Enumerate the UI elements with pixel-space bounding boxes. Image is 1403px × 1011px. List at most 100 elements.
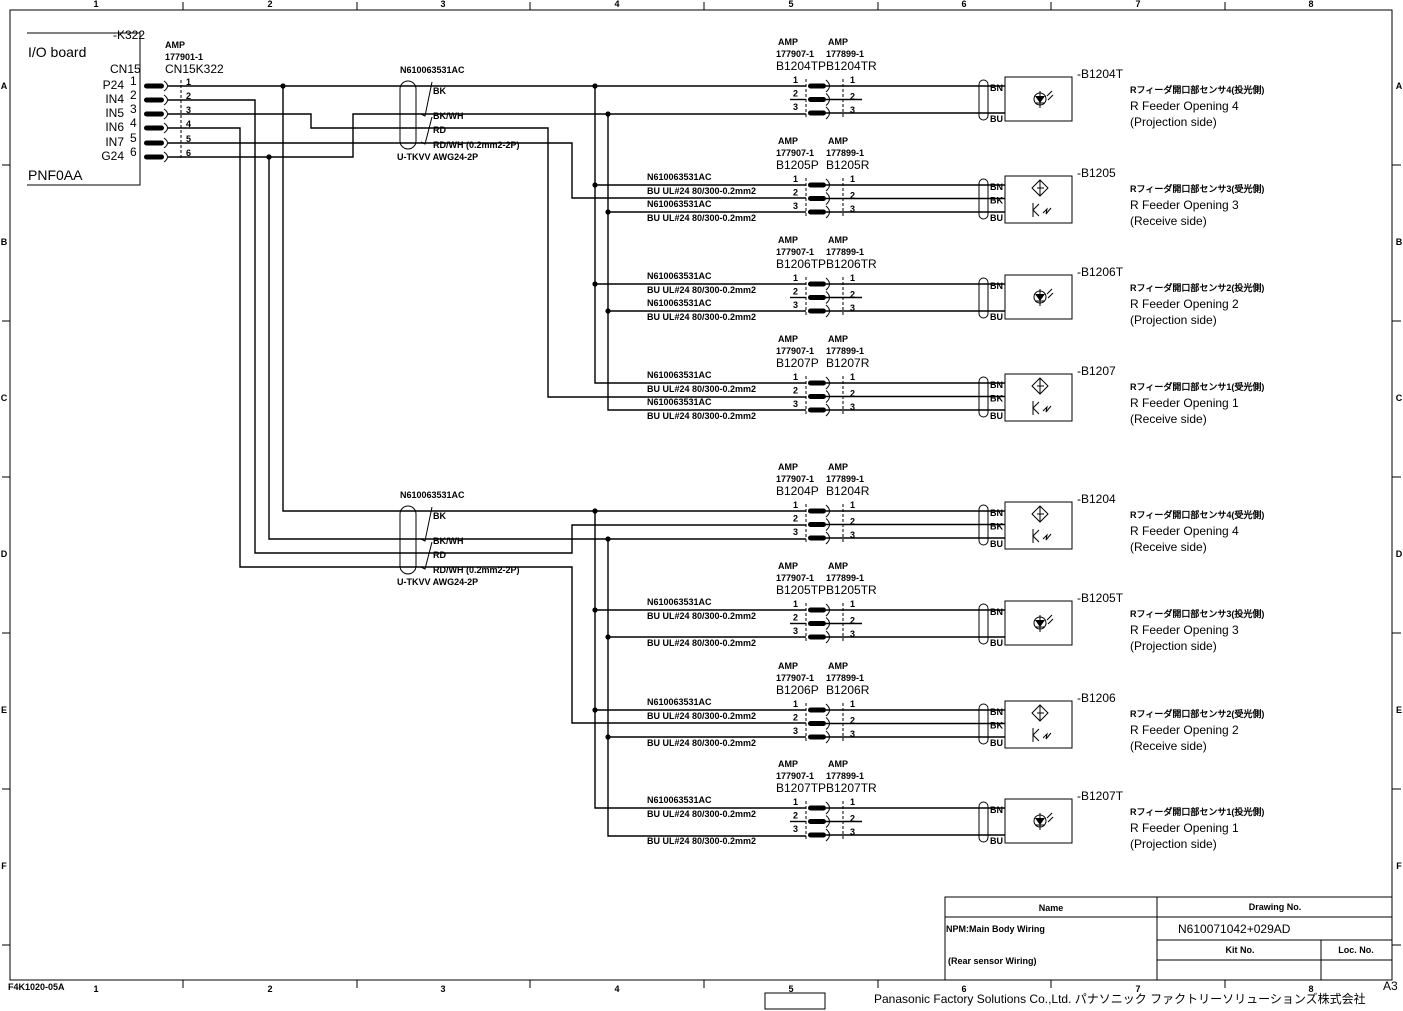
wire — [594, 86, 806, 384]
receptacle-name: B1207R — [826, 356, 870, 370]
sensor-desc-jp: Rフィーダ開口部センサ1(受光側) — [1130, 381, 1264, 392]
pin-signal: IN5 — [105, 106, 124, 120]
contact-icon — [808, 819, 826, 824]
pin-number: 2 — [793, 811, 798, 821]
receptacle-part: 177899-1 — [826, 148, 864, 158]
pin-number: 4 — [130, 116, 137, 130]
socket-icon — [163, 94, 168, 106]
plug-part: 177907-1 — [776, 573, 814, 583]
row-marker-right: C — [1396, 393, 1403, 403]
wire-part-label: N610063531AC — [647, 397, 712, 407]
receptacle-name: B1205R — [826, 158, 870, 172]
cable-top-part: N610063531AC — [400, 65, 465, 75]
receiver-diamond-mark — [1037, 506, 1044, 522]
sensor-side: (Receive side) — [1130, 540, 1207, 554]
pin-number: 2 — [793, 713, 798, 723]
pin-number-mate: 2 — [186, 91, 191, 101]
sensor-ref: -B1206 — [1077, 691, 1116, 705]
led-emitter-icon — [1033, 812, 1054, 830]
sensor-side: (Projection side) — [1130, 639, 1217, 653]
pin-number: 3 — [793, 201, 798, 211]
wire-color-label: BU — [990, 213, 1003, 223]
cable-core-label: BK/WH — [433, 536, 464, 546]
light-rays — [1046, 812, 1054, 823]
sensor-cable-sheath-icon — [978, 79, 989, 121]
column-marker-bottom: 2 — [267, 984, 272, 994]
pin-number-mate: 2 — [850, 389, 855, 399]
plug-maker: AMP — [778, 661, 798, 671]
contact-icon — [144, 97, 164, 103]
sensor-ref: -B1205T — [1077, 591, 1124, 605]
sensor-cable-sheath-icon — [978, 277, 989, 319]
led-bar — [1035, 91, 1045, 108]
junction-dot — [592, 182, 598, 188]
receiver-diamond-mark — [1037, 180, 1044, 196]
kit-no-header: Kit No. — [1226, 945, 1255, 955]
sensor-side: (Projection side) — [1130, 313, 1217, 327]
column-marker-top: 7 — [1135, 0, 1140, 9]
plug-name: B1205P — [776, 158, 819, 172]
pin-number-mate: 1 — [850, 797, 855, 807]
contact-icon — [808, 394, 826, 399]
receptacle-maker: AMP — [828, 661, 848, 671]
pin-number-mate: 1 — [850, 174, 855, 184]
plug-name: B1204P — [776, 484, 819, 498]
pin-number-mate: 3 — [850, 629, 855, 639]
wire-color-label: BN — [990, 83, 1003, 93]
wire-spec-label: BU UL#24 80/300-0.2mm2 — [647, 738, 756, 748]
wire-spec-label: BU UL#24 80/300-0.2mm2 — [647, 809, 756, 819]
pin-signal: G24 — [101, 149, 124, 163]
pin-number-mate: 3 — [850, 729, 855, 739]
wire-part-label: N610063531AC — [647, 199, 712, 209]
sensor-side: (Receive side) — [1130, 739, 1207, 753]
pin-number: 3 — [793, 399, 798, 409]
contact-icon — [808, 535, 826, 541]
plug-part: 177907-1 — [776, 346, 814, 356]
pin-signal: IN4 — [105, 92, 124, 106]
plug-name: B1205TP — [776, 583, 826, 597]
led-bar — [1035, 813, 1045, 830]
contact-icon — [144, 83, 164, 89]
pin-number-mate: 3 — [850, 530, 855, 540]
contact-icon — [808, 308, 826, 314]
title-block-outline — [944, 896, 1393, 981]
sensor-cable-sheath-icon — [978, 703, 989, 745]
pin-number-mate: 2 — [850, 517, 855, 527]
wire-color-label: BU — [990, 312, 1003, 322]
column-marker-top: 6 — [961, 0, 966, 9]
pin-number: 1 — [793, 75, 798, 85]
receptacle-maker: AMP — [828, 37, 848, 47]
drawing-subname: (Rear sensor Wiring) — [948, 956, 1036, 966]
sensor-body — [1004, 798, 1073, 844]
sensor-desc-en: R Feeder Opening 4 — [1130, 524, 1239, 538]
mate-name: CN15K322 — [165, 62, 224, 76]
phototransistor-icon — [1032, 728, 1052, 742]
cable-bottom-part: N610063531AC — [400, 490, 465, 500]
wire-color-label: BU — [990, 836, 1003, 846]
sensor-body — [1004, 600, 1073, 646]
sensor-cable-sheath-icon — [978, 801, 989, 843]
wire — [168, 127, 806, 724]
light-rays — [1046, 614, 1054, 625]
junction-dot — [605, 308, 611, 314]
pin-number: 1 — [793, 273, 798, 283]
pin-number-mate: 1 — [850, 599, 855, 609]
wire — [282, 86, 806, 512]
row-marker-right: D — [1396, 549, 1403, 559]
plug-name: B1207P — [776, 356, 819, 370]
pin-number: 3 — [793, 300, 798, 310]
column-marker-top: 8 — [1308, 0, 1313, 9]
row-marker-left: A — [1, 81, 8, 91]
sensor-ref: -B1207 — [1077, 364, 1116, 378]
sensor-cable-sheath-icon — [978, 178, 989, 220]
wire-color-label: BN — [990, 607, 1003, 617]
junction-dot — [280, 83, 286, 89]
wire-spec-label: BU UL#24 80/300-0.2mm2 — [647, 411, 756, 421]
pin-number: 3 — [793, 824, 798, 834]
led-bar — [1035, 615, 1045, 632]
pin-number-mate: 2 — [850, 814, 855, 824]
twisted-pair-icon — [420, 81, 433, 117]
pin-number-mate: 2 — [850, 290, 855, 300]
